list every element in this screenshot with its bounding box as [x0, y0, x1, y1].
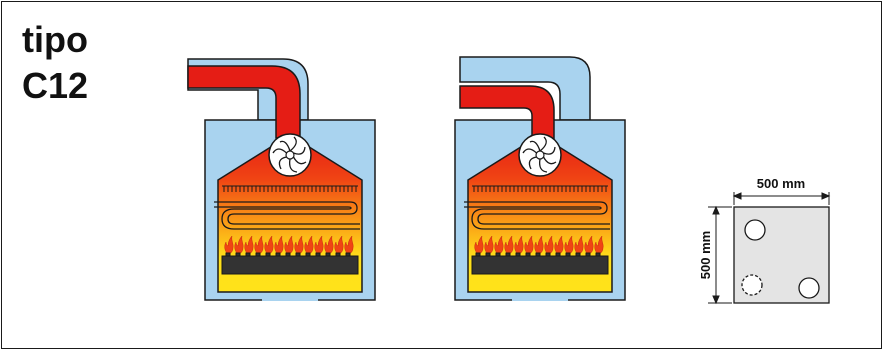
- fan-icon: [268, 133, 312, 177]
- width-dimension: [732, 192, 831, 205]
- heat-exchanger-fins-left: [222, 185, 358, 192]
- boiler-left: [187, 58, 376, 301]
- type-label: tipo: [22, 19, 88, 60]
- boiler-right: [454, 56, 626, 301]
- air-slot-right: [512, 296, 568, 301]
- heat-exchanger-coil-right: [464, 201, 610, 230]
- terminal-hole-bottom-left: [741, 274, 763, 296]
- terminal-hole-top-left: [744, 219, 766, 241]
- heat-exchanger-coil-left: [214, 201, 360, 230]
- wall-terminal-diagram: 500 mm 500 mm: [698, 176, 831, 305]
- fan-icon: [518, 133, 562, 177]
- air-slot-left: [262, 296, 318, 301]
- burner-right: [471, 252, 609, 275]
- type-code: C12: [22, 65, 89, 106]
- exhaust-duct-left: [187, 65, 301, 139]
- heat-exchanger-fins-right: [472, 185, 608, 192]
- width-label: 500 mm: [757, 176, 805, 191]
- terminal-hole-bottom-right: [798, 277, 820, 299]
- burner-left: [221, 252, 359, 275]
- height-label: 500 mm: [698, 231, 713, 279]
- height-dimension: [708, 205, 732, 305]
